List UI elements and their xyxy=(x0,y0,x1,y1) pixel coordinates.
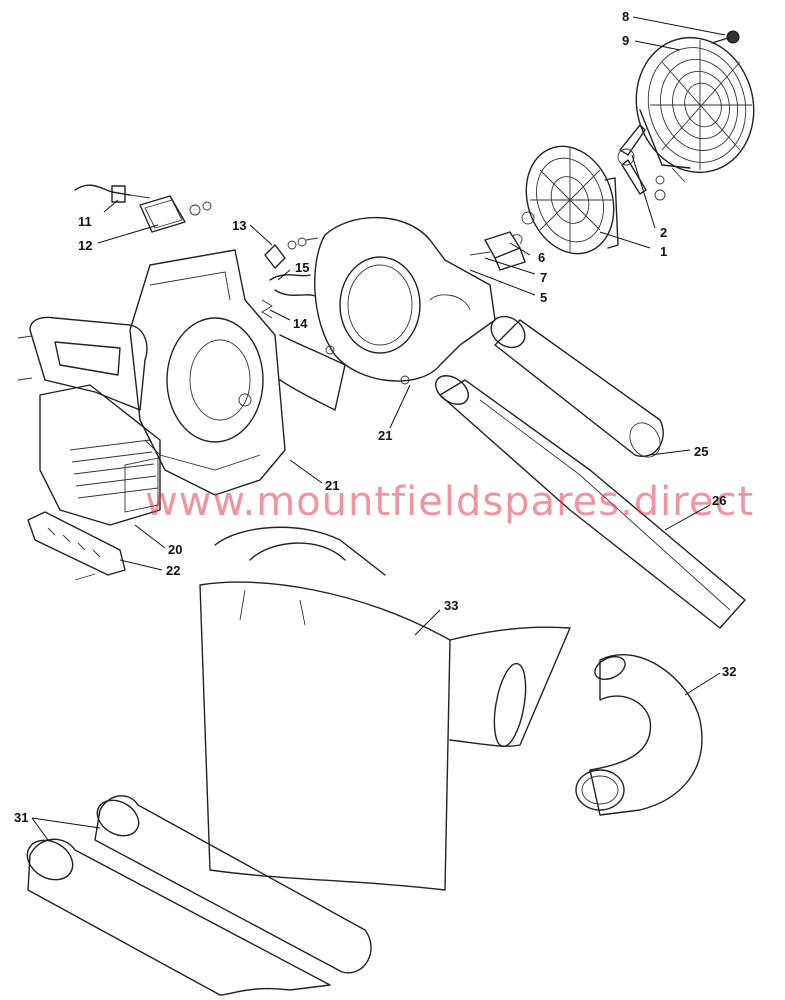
callout-22: 22 xyxy=(166,563,180,578)
callout-14: 14 xyxy=(293,316,308,331)
callout-labels: 8 9 2 1 6 7 5 11 12 13 15 14 21 21 25 26… xyxy=(14,9,736,825)
callout-26: 26 xyxy=(712,493,726,508)
engine-housing xyxy=(129,249,346,496)
blow-nozzle xyxy=(435,375,746,629)
flywheel-fan xyxy=(521,145,619,255)
leader-lines xyxy=(31,16,726,841)
collection-bag xyxy=(199,526,571,891)
watermark-text: www.mountfieldspares.direct xyxy=(145,479,754,525)
callout-21-volute: 21 xyxy=(378,428,392,443)
starter-cover xyxy=(635,30,755,174)
callout-33: 33 xyxy=(444,598,458,613)
callout-8: 8 xyxy=(622,9,629,24)
ignition-coil xyxy=(469,231,526,271)
callout-5: 5 xyxy=(540,290,547,305)
callout-7: 7 xyxy=(540,270,547,285)
handle-and-cover xyxy=(17,316,161,526)
grip-bar xyxy=(27,511,126,581)
starter-pawl xyxy=(617,124,686,201)
callout-31: 31 xyxy=(14,810,28,825)
callout-9: 9 xyxy=(622,33,629,48)
callout-21-housing: 21 xyxy=(325,478,339,493)
blow-tube xyxy=(490,315,664,458)
callout-20: 20 xyxy=(168,542,182,557)
vacuum-tubes xyxy=(26,795,372,996)
throttle-cable xyxy=(74,184,151,203)
volute-housing xyxy=(314,216,496,385)
spark-plug-wire xyxy=(261,274,316,319)
stop-switch xyxy=(264,237,319,269)
callout-13: 13 xyxy=(232,218,246,233)
callout-25: 25 xyxy=(694,444,708,459)
callout-12: 12 xyxy=(78,238,92,253)
callout-1: 1 xyxy=(660,244,667,259)
air-filter xyxy=(139,195,212,233)
elbow-tube xyxy=(575,654,703,816)
callout-11: 11 xyxy=(78,214,92,229)
callout-15: 15 xyxy=(295,260,309,275)
callout-2: 2 xyxy=(660,225,667,240)
callout-6: 6 xyxy=(538,250,545,265)
callout-32: 32 xyxy=(722,664,736,679)
